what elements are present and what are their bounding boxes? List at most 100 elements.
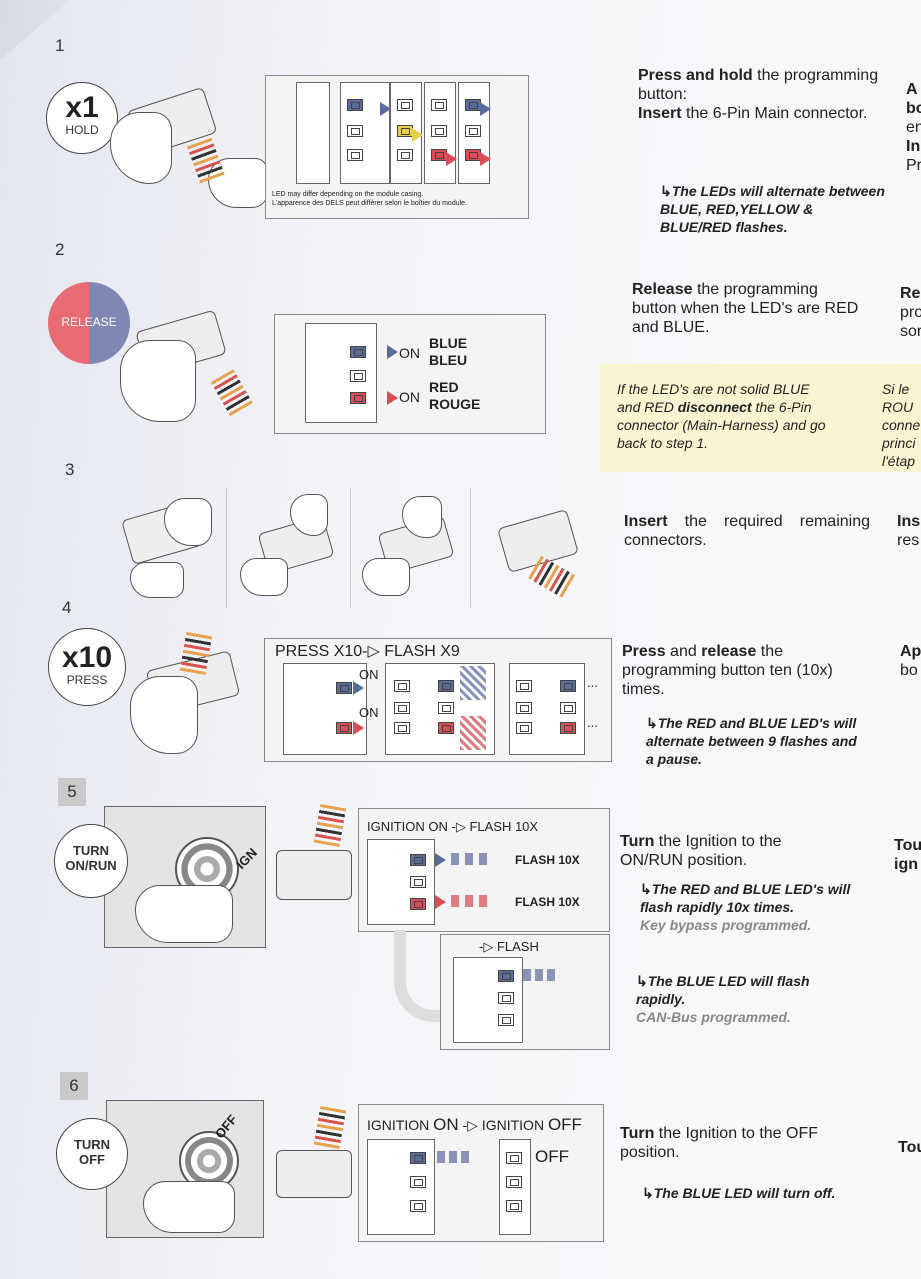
hand-illustration bbox=[135, 885, 233, 943]
french-note-cut: Si le ROU conne princi l'étap bbox=[882, 380, 920, 470]
instruction-text: the required remaining connectors. bbox=[624, 513, 870, 549]
led bbox=[397, 149, 413, 161]
led bbox=[498, 992, 514, 1004]
on-label: ON bbox=[399, 389, 420, 405]
bold-text: Turn bbox=[620, 1125, 655, 1142]
ellipsis: ... bbox=[587, 675, 598, 690]
bleu-label: BLEU bbox=[429, 352, 468, 368]
red-led bbox=[465, 149, 481, 161]
led-caption-fr: L'apparence des DELS peut différer selon… bbox=[272, 200, 467, 207]
arrow-icon bbox=[387, 391, 398, 405]
module-device bbox=[276, 1150, 352, 1198]
return-arrow-icon: ↳ bbox=[640, 881, 652, 897]
cut-text: In bbox=[906, 138, 921, 155]
cut-text: ign bbox=[894, 856, 918, 873]
badge-label: RELEASE bbox=[61, 315, 117, 329]
led bbox=[410, 876, 426, 888]
led bbox=[560, 702, 576, 714]
hand-illustration bbox=[130, 562, 184, 598]
instruction-text: the 6-Pin Main connector. bbox=[681, 105, 868, 122]
connector-illustrations bbox=[112, 488, 598, 608]
ignition-illustration: OFF bbox=[106, 1100, 264, 1238]
red-flash-icon bbox=[451, 895, 491, 907]
blue-flash-icon bbox=[437, 1151, 471, 1163]
connector-path bbox=[394, 930, 452, 1022]
led bbox=[431, 99, 447, 111]
step-6-note: ↳The BLUE LED will turn off. bbox=[642, 1184, 872, 1202]
ignition-off-panel: IGNITION ON -▷ IGNITION OFF OFF bbox=[358, 1104, 604, 1242]
led-column bbox=[458, 82, 490, 184]
hand-illustration bbox=[120, 340, 196, 422]
french-column-cut: Tou bbox=[898, 1138, 921, 1157]
cut-text: bo bbox=[906, 100, 921, 117]
step-3-instruction: Insert the required remaining connectors… bbox=[624, 512, 870, 550]
led bbox=[410, 1176, 426, 1188]
arrow-icon bbox=[353, 681, 364, 695]
blue-led bbox=[410, 1152, 426, 1164]
cut-text: Tou bbox=[898, 1139, 921, 1156]
arrow-icon bbox=[387, 345, 398, 359]
on-label: ON bbox=[359, 705, 379, 720]
yellow-led bbox=[397, 125, 413, 137]
led-caption-en: LED may differ depending on the module c… bbox=[272, 191, 424, 198]
step-4-instruction: Press and release the programming button… bbox=[622, 642, 842, 699]
led-column bbox=[340, 82, 390, 184]
blue-flash-icon bbox=[523, 969, 559, 981]
led bbox=[394, 722, 410, 734]
cut-text: sor bbox=[900, 323, 921, 340]
french-column-cut: Re pro sor bbox=[900, 284, 921, 341]
release-badge: RELEASE bbox=[48, 282, 130, 364]
red-flash-pattern bbox=[460, 716, 486, 750]
blue-led bbox=[410, 854, 426, 866]
step-4-note: ↳The RED and BLUE LED's will alternate b… bbox=[646, 714, 866, 768]
flash-label: FLASH 10X bbox=[515, 853, 580, 867]
canbus-panel: -▷ FLASH bbox=[440, 934, 610, 1050]
cut-text: princi bbox=[882, 435, 916, 451]
cut-text: Pr bbox=[906, 157, 921, 174]
french-column-cut: Tou ign bbox=[894, 836, 921, 874]
on-label: ON bbox=[399, 345, 420, 361]
hand-illustration bbox=[208, 158, 268, 208]
step-5-instruction: Turn the Ignition to the ON/RUN position… bbox=[620, 832, 840, 870]
flash-label: FLASH 10X bbox=[515, 895, 580, 909]
arrow-icon bbox=[480, 152, 491, 166]
note-text: If the LED's are not solid BLUE and RED bbox=[617, 381, 810, 415]
blue-led bbox=[347, 99, 363, 111]
panel-title: -▷ FLASH bbox=[479, 939, 539, 954]
hold-badge: x1 HOLD bbox=[46, 82, 118, 154]
cut-text: Ap bbox=[900, 643, 921, 660]
badge-label: HOLD bbox=[65, 123, 99, 137]
blue-led bbox=[350, 346, 366, 358]
on-label: ON bbox=[359, 667, 379, 682]
module-housing bbox=[367, 1139, 435, 1235]
led bbox=[350, 370, 366, 382]
instruction-text: the programming button ten (10x) times. bbox=[622, 643, 833, 698]
arrow-icon bbox=[446, 152, 457, 166]
cut-text: Re bbox=[900, 285, 921, 302]
badge-count: x10 bbox=[61, 641, 113, 674]
divider bbox=[470, 488, 471, 608]
ignition-illustration: IGN bbox=[104, 806, 266, 948]
bold-text: Turn bbox=[620, 833, 655, 850]
step-5-note-1: ↳The RED and BLUE LED's will flash rapid… bbox=[640, 880, 870, 934]
hand-illustration bbox=[362, 558, 410, 596]
bold-text: Press and hold bbox=[638, 67, 753, 84]
cut-text: Si le bbox=[882, 381, 910, 397]
return-arrow-icon: ↳ bbox=[636, 973, 648, 989]
blue-label: BLUE bbox=[429, 335, 468, 351]
led bbox=[438, 702, 454, 714]
module-device bbox=[276, 850, 352, 900]
step-6-number: 6 bbox=[60, 1072, 88, 1100]
bold-text: Insert bbox=[624, 513, 668, 530]
module-housing bbox=[453, 957, 523, 1043]
red-led bbox=[438, 722, 454, 734]
cut-text: res bbox=[897, 532, 920, 549]
cut-text: conne bbox=[882, 417, 921, 433]
led-diagram-panel: ON ON BLUE BLEU RED ROUGE bbox=[274, 314, 546, 434]
bold-text: Release bbox=[632, 281, 693, 298]
step-2-instruction: Release the programming button when the … bbox=[632, 280, 862, 337]
bold-text: Insert bbox=[638, 105, 682, 122]
badge-label: PRESS bbox=[66, 673, 108, 687]
step-1-number: 1 bbox=[55, 36, 65, 55]
note-text: The RED and BLUE LED's will flash rapidl… bbox=[640, 881, 851, 915]
